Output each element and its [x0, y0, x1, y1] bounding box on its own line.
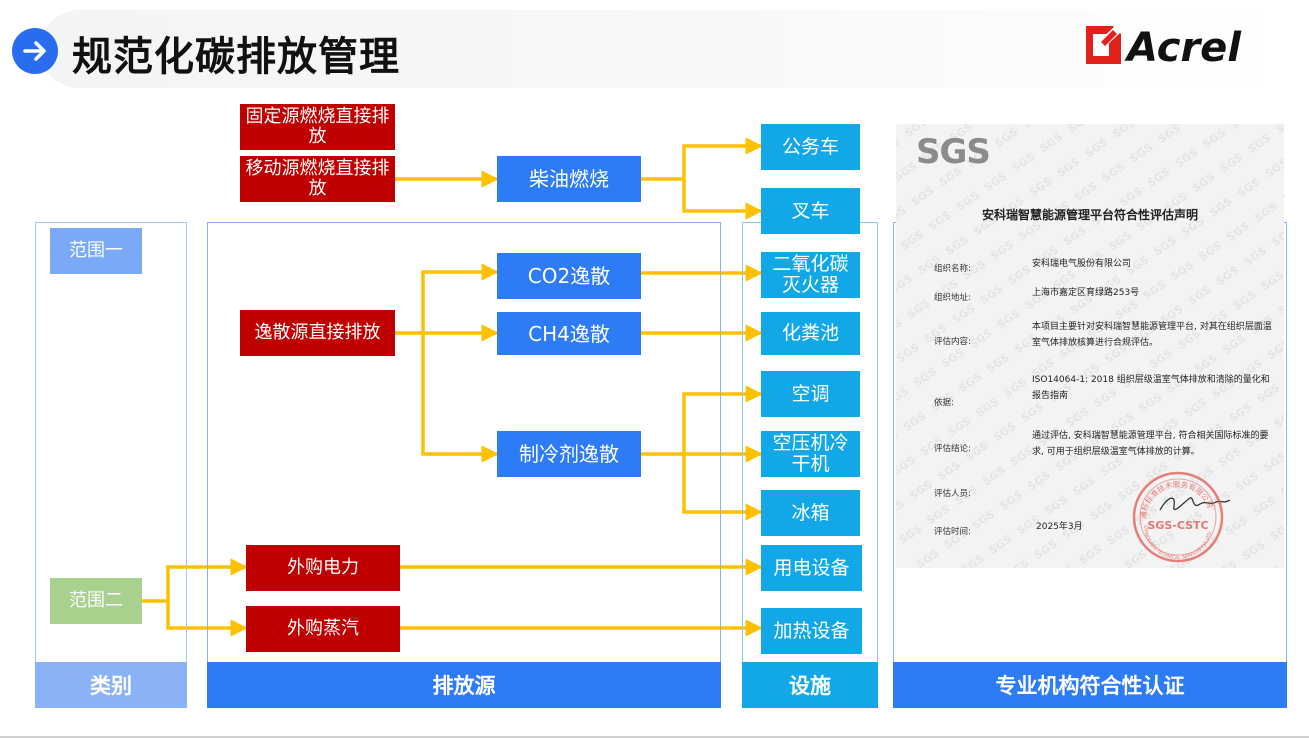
heating-equipment-box: 加热设备 [761, 608, 862, 654]
cert-field-label: 组织地址: [934, 293, 971, 303]
cert-field-value: 安科瑞电气股份有限公司 [1032, 259, 1132, 269]
diesel-combustion-box: 柴油燃烧 [497, 156, 641, 202]
category-column [35, 222, 187, 708]
acrel-logo: Acrel [1083, 20, 1268, 71]
category-column-header: 类别 [35, 662, 187, 708]
cert-field-label: 评估时间: [934, 527, 971, 537]
sgs-watermark-pattern: SGS [896, 124, 1284, 568]
forklift-box: 叉车 [761, 188, 860, 234]
septic-tank-box: 化粪池 [761, 312, 860, 355]
fugitive-source-box: 逸散源直接排放 [240, 310, 395, 356]
sgs-certificate: SGS SGS 安科瑞智慧能源管理平台符合性评估声明 组织名称: 安科瑞电气股份… [896, 124, 1284, 568]
cert-field-value: 2025年3月 [1036, 522, 1083, 532]
cert-field-label: 评估内容: [934, 337, 971, 347]
purchased-power-box: 外购电力 [246, 545, 400, 591]
bottom-divider [0, 736, 1309, 738]
fixed-combustion-box: 固定源燃烧直接排放 [240, 104, 395, 150]
refrigerator-box: 冰箱 [761, 490, 860, 536]
cert-field-value: 上海市嘉定区育绿路253号 [1032, 288, 1140, 298]
acrel-logo-text: Acrel [1124, 25, 1242, 70]
ch4-fugitive-box: CH4逸散 [497, 312, 641, 355]
cert-field-label: 评估结论: [934, 444, 971, 454]
scope-one-box: 范围一 [50, 228, 142, 274]
cert-field-label: 依据: [934, 398, 954, 408]
arrow-right-icon [12, 28, 58, 74]
cert-field-value: 通过评估, 安科瑞智慧能源管理平台, 符合相关国际标准的要求, 可用于组织层级温… [1032, 431, 1269, 457]
signature [1159, 497, 1231, 511]
co2-extinguisher-box: 二氧化碳灭火器 [761, 252, 860, 298]
cert-field-label: 组织名称: [934, 264, 971, 274]
certificate-title: 安科瑞智慧能源管理平台符合性评估声明 [981, 208, 1198, 222]
cert-field-value: 本项目主要针对安科瑞智慧能源管理平台, 对其在组织层面温室气体排放核算进行合规评… [1032, 322, 1272, 348]
certification-column-header: 专业机构符合性认证 [893, 662, 1287, 708]
air-conditioner-box: 空调 [761, 371, 860, 417]
sgs-logo: SGS [916, 132, 991, 172]
purchased-steam-box: 外购蒸汽 [246, 606, 400, 652]
compressor-dryer-box: 空压机冷干机 [761, 431, 860, 477]
emission-source-column-header: 排放源 [207, 662, 721, 708]
electric-equipment-box: 用电设备 [761, 545, 862, 591]
sgs-cstc-stamp: 通标标准技术服务有限公司 SGS-CSTC STANDARDS TECHNICA… [1132, 471, 1224, 563]
header-bar [40, 10, 1280, 88]
stamp-mid-text: SGS-CSTC [1147, 519, 1208, 532]
scope-two-box: 范围二 [50, 578, 142, 624]
official-car-box: 公务车 [761, 124, 860, 170]
co2-fugitive-box: CO2逸散 [497, 253, 641, 299]
facility-column-header: 设施 [742, 662, 878, 708]
refrigerant-fugitive-box: 制冷剂逸散 [497, 431, 641, 477]
cert-field-label: 评估人员: [934, 489, 971, 499]
cert-field-value: ISO14064-1: 2018 组织层级温室气体排放和清除的量化和报告指南 [1032, 375, 1270, 401]
mobile-combustion-box: 移动源燃烧直接排放 [240, 156, 395, 202]
acrel-logo-icon [1086, 26, 1121, 64]
page-title: 规范化碳排放管理 [72, 34, 400, 80]
